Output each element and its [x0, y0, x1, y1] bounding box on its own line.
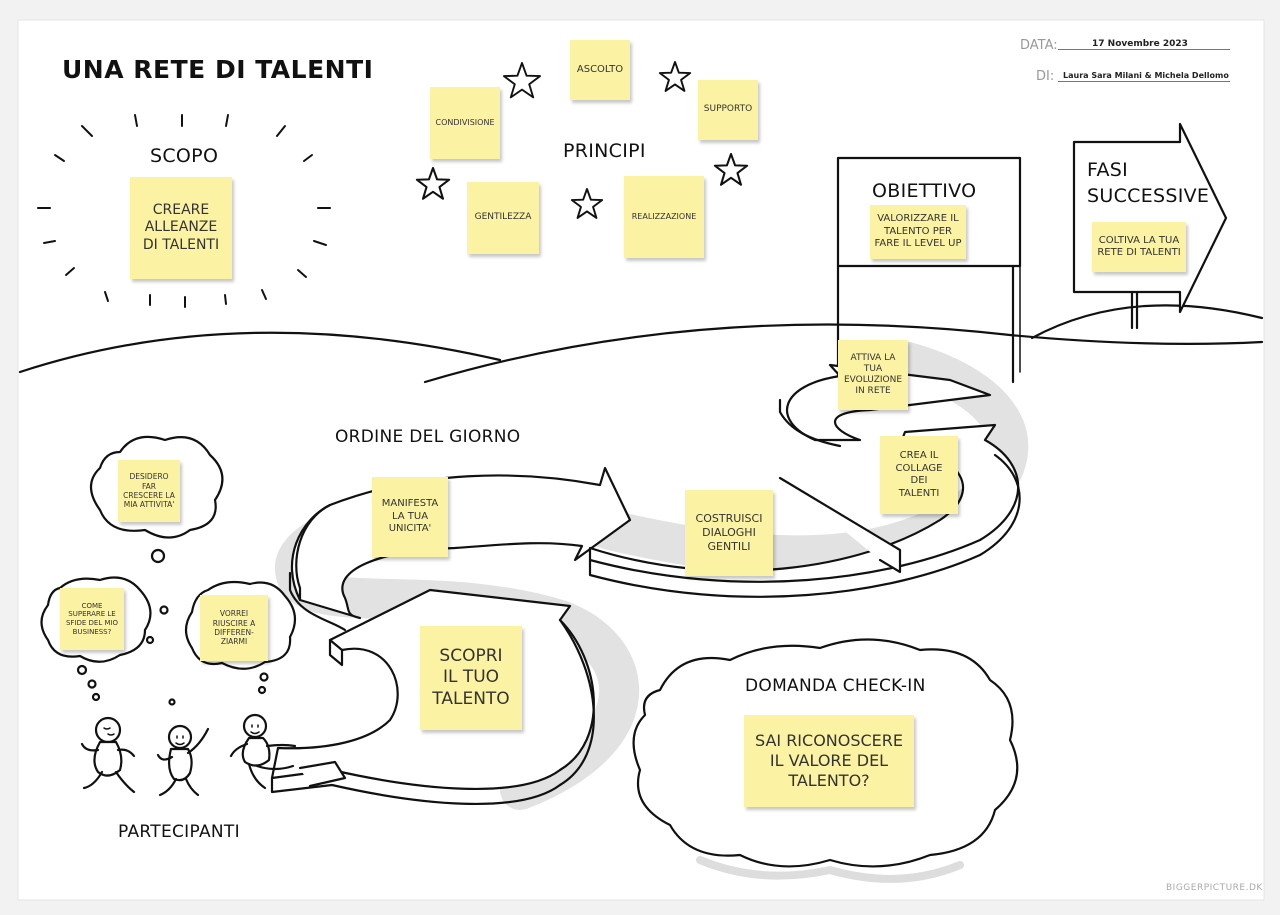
checkin-note: SAI RICONOSCERE IL VALORE DEL TALENTO?: [744, 715, 914, 807]
scopo-note: CREARE ALLEANZE DI TALENTI: [130, 177, 232, 279]
fasi-note: COLTIVA LA TUA RETE DI TALENTI: [1092, 222, 1186, 272]
principi-heading: PRINCIPI: [563, 140, 646, 162]
agenda-step-scopri: SCOPRI IL TUO TALENTO: [420, 626, 522, 730]
thought-dot: [145, 635, 155, 645]
thought-dot: [76, 664, 88, 676]
thought-dot: [259, 672, 269, 682]
obiettivo-note: VALORIZZARE IL TALENTO PER FARE IL LEVEL…: [870, 205, 966, 259]
author-line: [1058, 81, 1230, 82]
scopo-heading: SCOPO: [150, 145, 219, 167]
hill-small: [1030, 304, 1264, 340]
checkin-heading: DOMANDA CHECK-IN: [745, 676, 926, 696]
principle-note-gentilezza: GENTILEZZA: [467, 182, 539, 254]
thought-dot: [87, 679, 97, 689]
ordine-heading: ORDINE DEL GIORNO: [335, 427, 521, 447]
author-label: DI:: [1036, 69, 1055, 84]
obiettivo-heading: OBIETTIVO: [872, 180, 977, 202]
fasi-heading: FASI SUCCESSIVE: [1087, 159, 1210, 207]
date-value: 17 Novembre 2023: [1092, 39, 1188, 49]
principle-note-supporto: SUPPORTO: [698, 80, 758, 140]
thought-dot: [91, 692, 101, 702]
agenda-step-attiva: ATTIVA LA TUA EVOLUZIONE IN RETE: [838, 340, 908, 410]
principle-note-condivisione: CONDIVISIONE: [430, 87, 500, 159]
author-value: Laura Sara Milani & Michela Dellomo: [1063, 71, 1229, 80]
participant-figure: [156, 724, 210, 797]
hill-left: [18, 331, 502, 374]
thought-note-crescere: DESIDERO FAR CRESCERE LA MIA ATTIVITA': [118, 460, 180, 522]
thought-dot: [150, 548, 166, 564]
star-icon: [415, 166, 451, 200]
date-line: [1058, 49, 1230, 50]
date-label: DATA:: [1020, 38, 1058, 53]
star-icon: [502, 62, 542, 99]
participant-figure: [80, 716, 136, 794]
star-icon: [658, 61, 692, 92]
principle-note-ascolto: ASCOLTO: [570, 40, 630, 100]
thought-note-sfide: COME SUPERARE LE SFIDE DEL MIO BUSINESS?: [60, 588, 124, 650]
partecipanti-heading: PARTECIPANTI: [118, 822, 240, 842]
page-title: UNA RETE DI TALENTI: [62, 55, 374, 84]
brand-label: BIGGERPICTURE.DK: [1166, 883, 1263, 893]
hill-right: [423, 323, 1264, 384]
star-icon: [570, 188, 604, 219]
sun-rays: [37, 114, 331, 308]
participant-figure: [229, 713, 297, 790]
thought-dot: [168, 698, 176, 706]
thought-dot: [257, 685, 267, 695]
star-icon: [713, 152, 749, 186]
principle-note-realizzazione: REALIZZAZIONE: [624, 176, 704, 258]
agenda-step-costruisci: COSTRUISCI DIALOGHI GENTILI: [685, 490, 773, 576]
agenda-step-manifesta: MANIFESTA LA TUA UNICITA': [372, 477, 448, 557]
thought-dot: [159, 605, 169, 615]
thought-note-differenziarmi: VORREI RIUSCIRE A DIFFEREN- ZIARMI: [200, 595, 268, 661]
agenda-step-crea: CREA IL COLLAGE DEI TALENTI: [880, 436, 958, 514]
